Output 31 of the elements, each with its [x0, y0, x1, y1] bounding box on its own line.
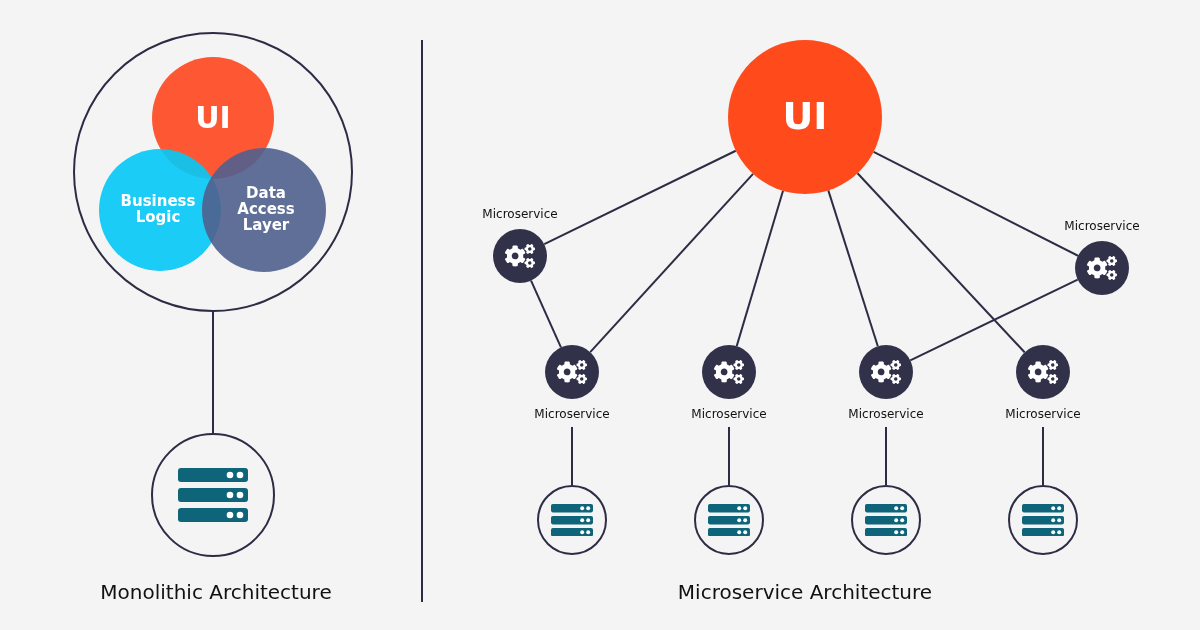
service-label: Microservice: [1064, 219, 1140, 233]
connector-line: [212, 311, 214, 434]
connector-line: [735, 189, 784, 348]
connector-line: [872, 150, 1079, 257]
circle-label: Data Access Layer: [236, 186, 296, 234]
connector-line: [589, 172, 755, 354]
connector-line: [530, 279, 562, 349]
circle-label: Business Logic: [119, 194, 197, 226]
section-caption: Microservice Architecture: [677, 580, 933, 604]
service-label: Microservice: [1005, 407, 1081, 421]
connector-line: [856, 172, 1026, 354]
section-caption: Monolithic Architecture: [100, 580, 332, 604]
connector-line: [885, 426, 887, 486]
service-label: Microservice: [482, 207, 558, 221]
service-label: Microservice: [534, 407, 610, 421]
circle-label: UI: [781, 97, 829, 137]
database-circle: [151, 433, 275, 557]
database-circle: [537, 485, 607, 555]
database-circle: [851, 485, 921, 555]
database-circle: [1008, 485, 1078, 555]
connector-line: [1042, 426, 1044, 486]
service-label: Microservice: [848, 407, 924, 421]
connector-line: [571, 426, 573, 486]
connector-line: [728, 426, 730, 486]
connector-line: [909, 278, 1079, 362]
connector-line: [543, 149, 737, 246]
database-circle: [694, 485, 764, 555]
boundary-circle: [73, 32, 353, 312]
connector-line: [827, 189, 879, 348]
circle-label: UI: [194, 102, 232, 134]
service-label: Microservice: [691, 407, 767, 421]
